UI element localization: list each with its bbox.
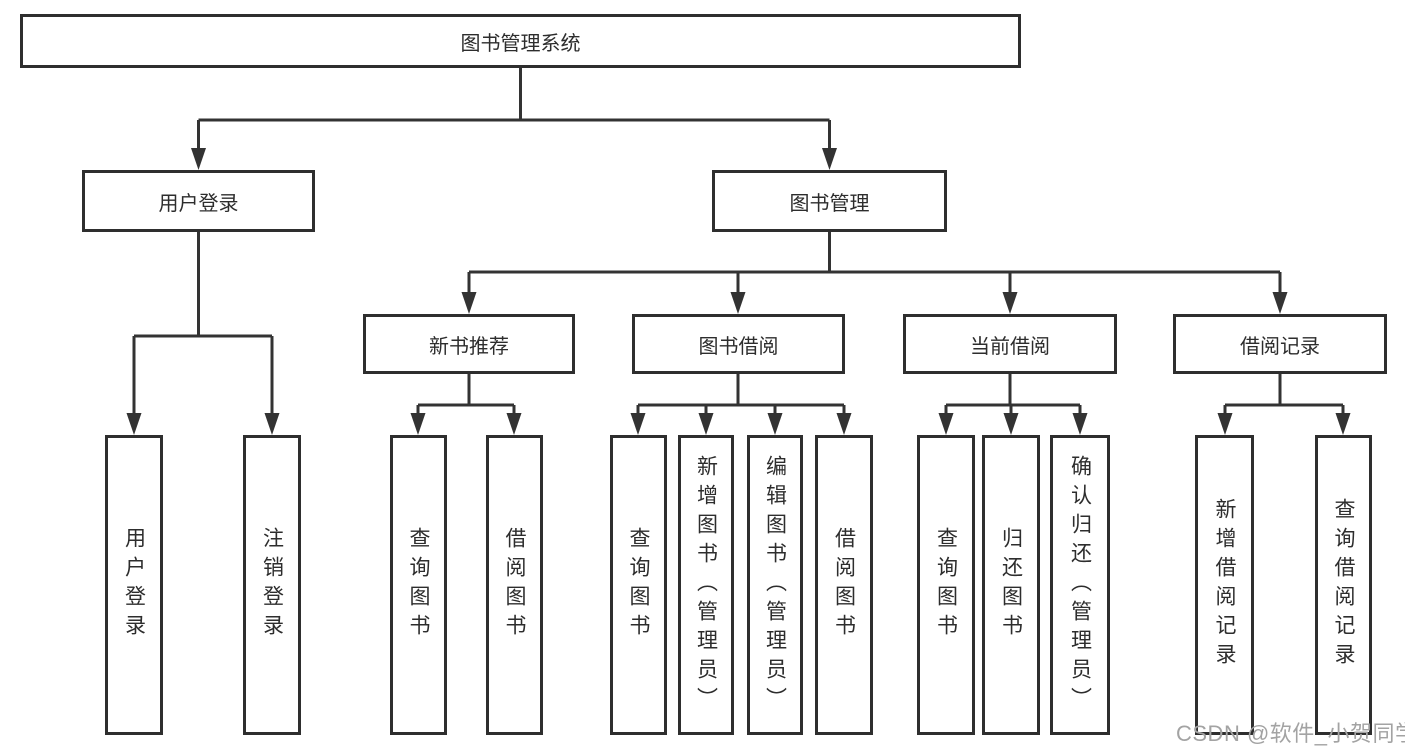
node-leaf-confirm-return-admin: 确认归还（管理员） <box>1050 435 1110 735</box>
node-root-library-system: 图书管理系统 <box>20 14 1021 68</box>
node-label: 借阅图书 <box>503 527 526 643</box>
node-current-borrowing: 当前借阅 <box>903 314 1117 374</box>
node-leaf-return-books: 归还图书 <box>982 435 1040 735</box>
node-label: 确认归还（管理员） <box>1068 454 1092 716</box>
node-label: 归还图书 <box>999 527 1023 643</box>
node-borrowing-records: 借阅记录 <box>1173 314 1387 374</box>
node-label: 用户登录 <box>158 192 239 215</box>
node-leaf-query-borrow-record: 查询借阅记录 <box>1315 435 1372 735</box>
node-leaf-edit-books-admin: 编辑图书（管理员） <box>747 435 803 735</box>
node-label: 新增借阅记录 <box>1213 498 1236 672</box>
node-label: 查询图书 <box>407 527 430 643</box>
node-label: 查询借阅记录 <box>1332 498 1355 672</box>
node-label: 注销登录 <box>260 527 284 643</box>
node-label: 编辑图书（管理员） <box>763 454 787 716</box>
node-label: 图书管理 <box>789 192 870 215</box>
node-book-borrowing: 图书借阅 <box>632 314 845 374</box>
arrowheads <box>126 148 1351 435</box>
node-label: 查询图书 <box>934 527 958 643</box>
node-leaf-query-books-3: 查询图书 <box>917 435 975 735</box>
node-label: 图书借阅 <box>698 335 779 358</box>
node-label: 查询图书 <box>627 527 650 643</box>
node-leaf-query-books-2: 查询图书 <box>610 435 667 735</box>
node-user-login: 用户登录 <box>82 170 315 232</box>
node-leaf-add-borrow-record: 新增借阅记录 <box>1195 435 1254 735</box>
node-label: 用户登录 <box>122 527 146 643</box>
node-label: 借阅图书 <box>832 527 856 643</box>
node-label: 借阅记录 <box>1240 335 1320 358</box>
node-book-management: 图书管理 <box>712 170 947 232</box>
node-leaf-add-books-admin: 新增图书（管理员） <box>678 435 734 735</box>
node-leaf-logout: 注销登录 <box>243 435 301 735</box>
node-label: 当前借阅 <box>970 335 1050 358</box>
node-leaf-borrow-books-2: 借阅图书 <box>815 435 873 735</box>
node-label: 图书管理系统 <box>460 32 581 55</box>
node-label: 新书推荐 <box>429 335 509 358</box>
node-leaf-user-login: 用户登录 <box>105 435 163 735</box>
node-leaf-borrow-books-1: 借阅图书 <box>486 435 543 735</box>
node-new-book-recommend: 新书推荐 <box>363 314 575 374</box>
node-label: 新增图书（管理员） <box>694 454 718 716</box>
csdn-watermark: CSDN @软件_小贺同学 <box>1176 721 1405 746</box>
node-leaf-query-books-1: 查询图书 <box>390 435 447 735</box>
